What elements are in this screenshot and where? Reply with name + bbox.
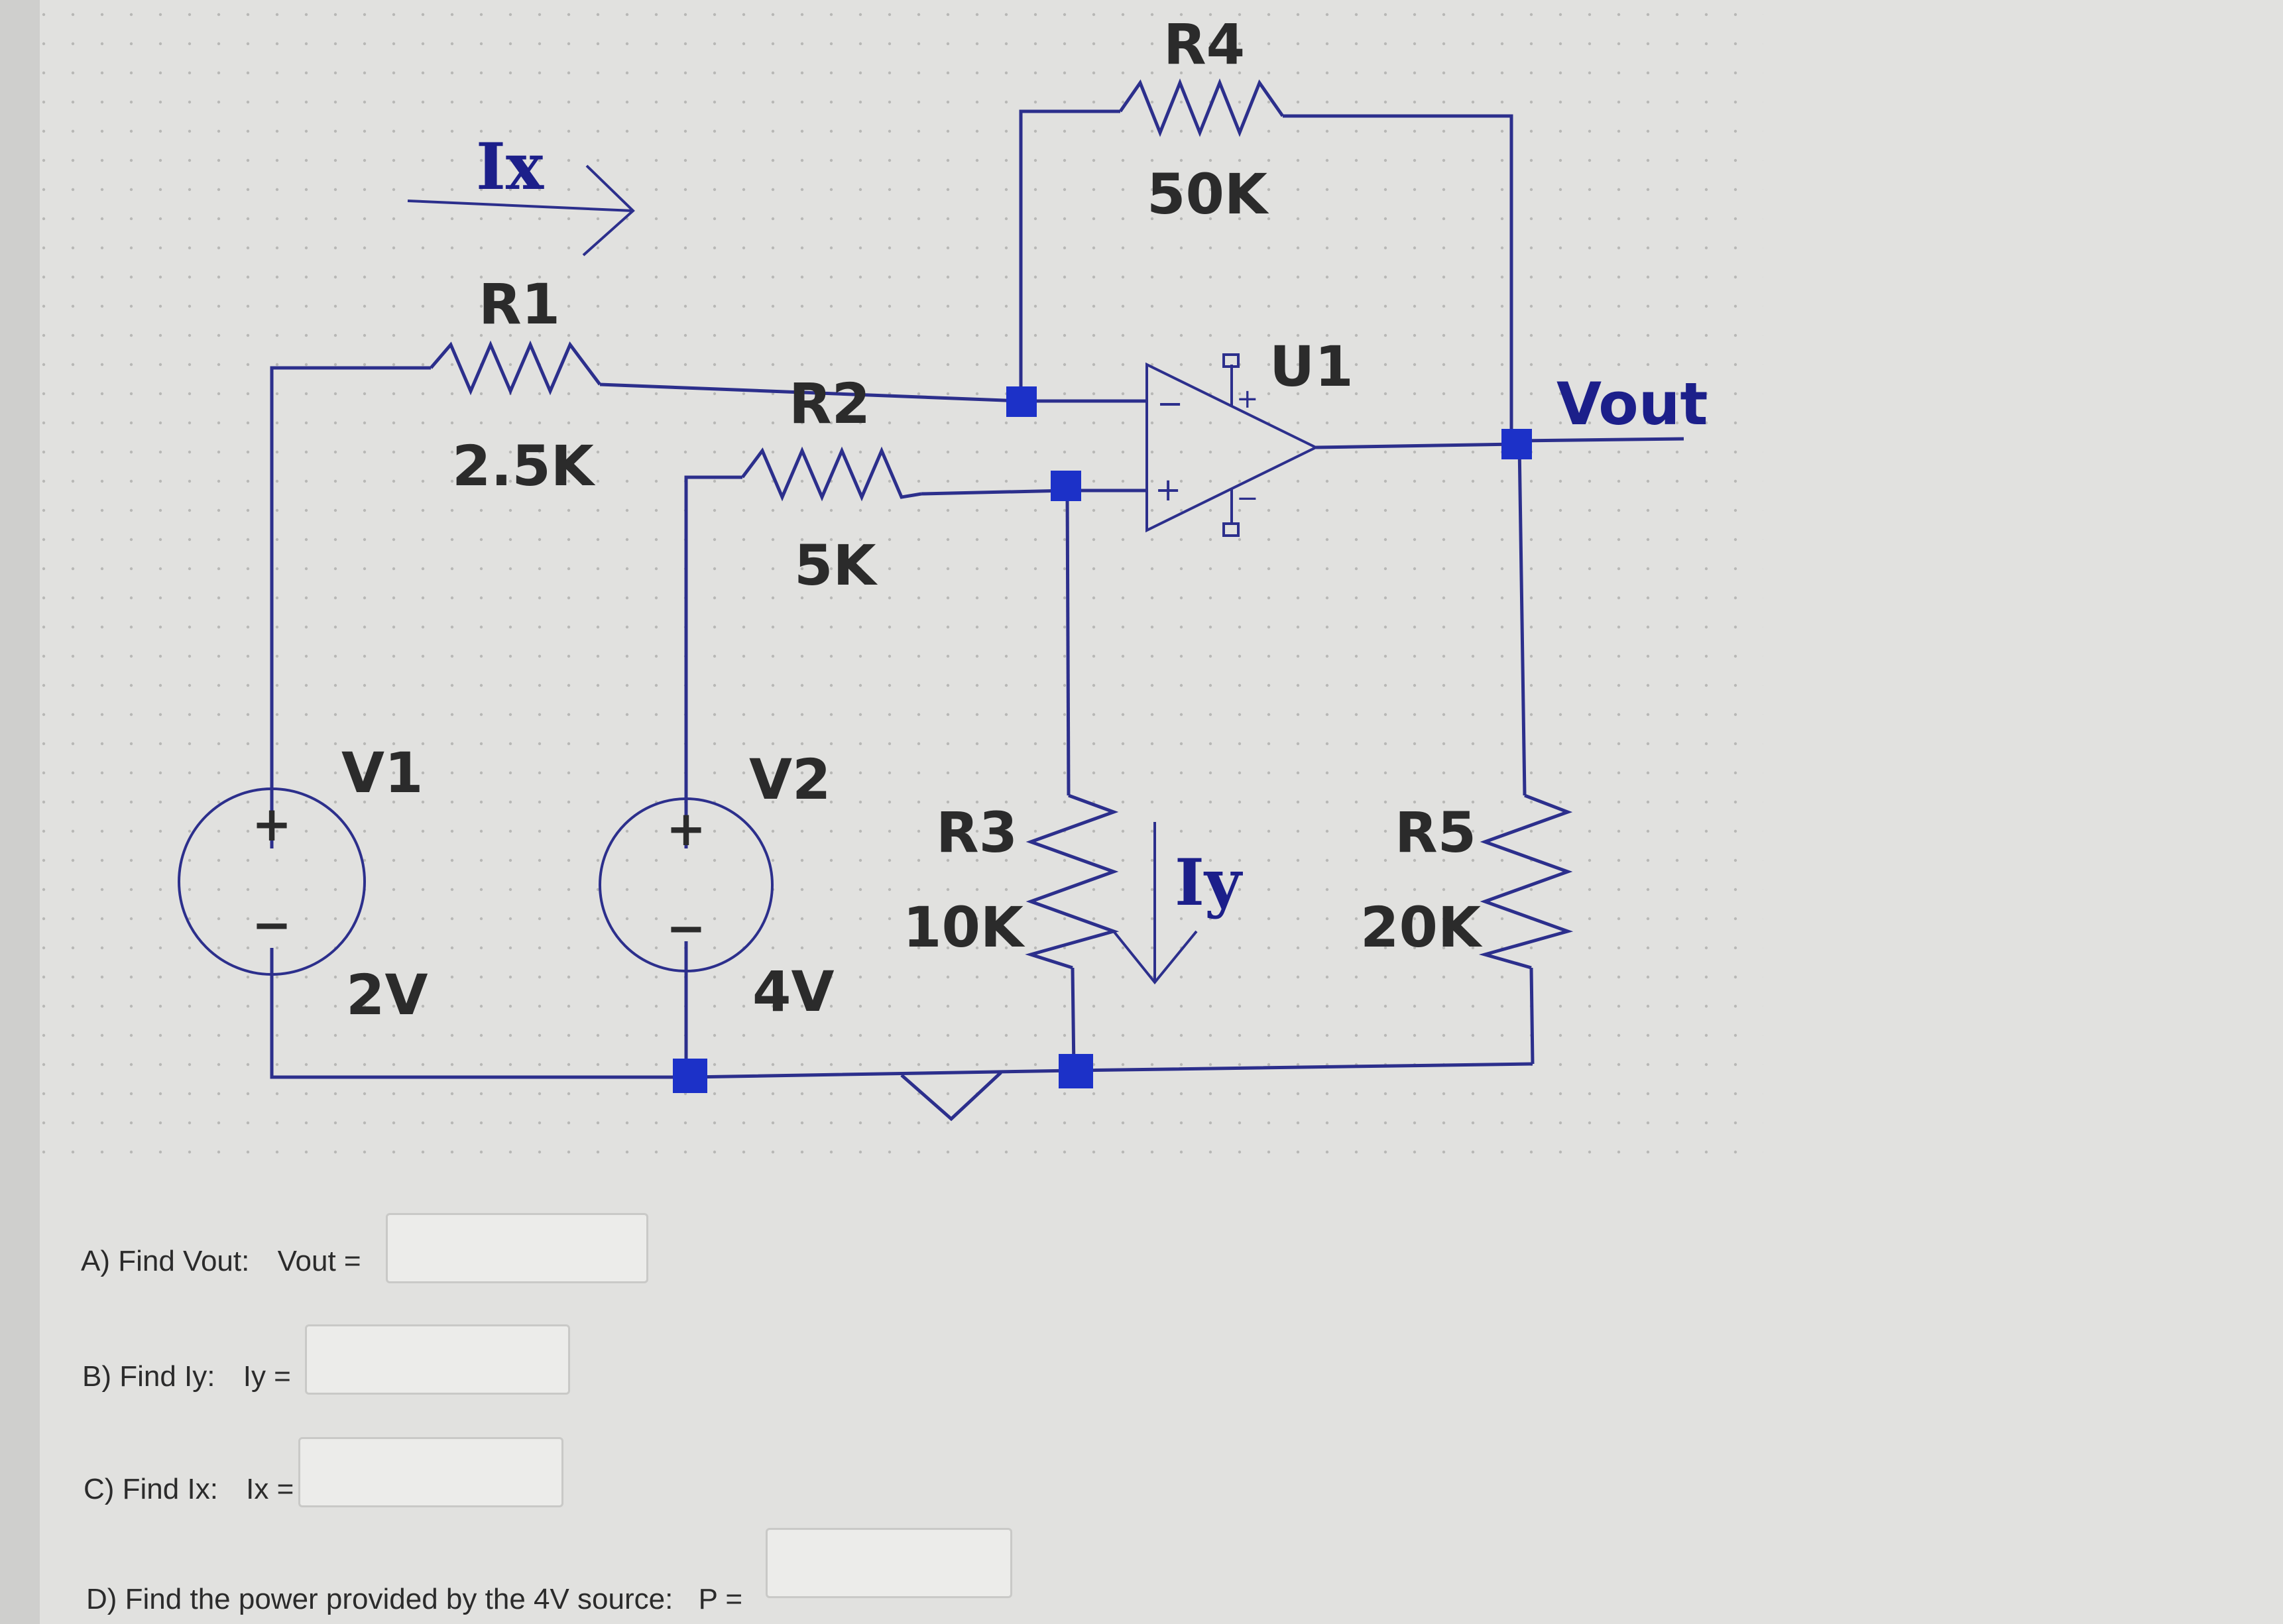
v1-value: 2V bbox=[346, 962, 428, 1027]
v2-value: 4V bbox=[752, 959, 834, 1024]
question-b: B) Find Iy: Iy = bbox=[82, 1360, 291, 1393]
wires bbox=[270, 109, 1684, 1122]
question-a-prompt: A) Find Vout: bbox=[81, 1245, 250, 1277]
voltage-sources bbox=[178, 787, 774, 976]
v1-plus-sign: + bbox=[252, 796, 292, 852]
question-c-prompt: C) Find Ix: bbox=[84, 1473, 218, 1505]
opamp-supply-plus: + bbox=[1236, 384, 1259, 414]
vout-label: Vout bbox=[1556, 370, 1708, 438]
r3-zigzag bbox=[1025, 793, 1120, 970]
question-a-var: Vout = bbox=[277, 1245, 361, 1277]
question-b-prompt: B) Find Iy: bbox=[82, 1360, 215, 1393]
node-ground-r3 bbox=[1059, 1054, 1093, 1088]
r5-zigzag bbox=[1478, 793, 1574, 970]
r2-name: R2 bbox=[789, 371, 870, 436]
schematic-grid bbox=[40, 0, 1763, 1167]
v2-plus-sign: + bbox=[666, 801, 706, 856]
opamp-plus-sign: + bbox=[1155, 471, 1181, 508]
r4-name: R4 bbox=[1163, 12, 1245, 77]
opamp-minus-sign: − bbox=[1157, 385, 1183, 422]
v2-name: V2 bbox=[749, 747, 831, 812]
question-d: D) Find the power provided by the 4V sou… bbox=[86, 1583, 742, 1616]
opamp-name: U1 bbox=[1269, 334, 1354, 399]
r2-zigzag bbox=[741, 446, 922, 502]
r4-value: 50K bbox=[1147, 162, 1269, 227]
opamp-triangle bbox=[1145, 362, 1319, 533]
resistor-symbols bbox=[430, 78, 1574, 970]
node-inverting bbox=[1006, 386, 1037, 417]
r1-name: R1 bbox=[479, 272, 560, 337]
question-d-var: P = bbox=[698, 1583, 743, 1615]
v2-minus-sign: − bbox=[666, 900, 706, 956]
node-ground-v2 bbox=[673, 1059, 707, 1093]
node-noninverting bbox=[1051, 471, 1081, 501]
vout-answer-input[interactable] bbox=[386, 1213, 648, 1283]
current-arrows bbox=[407, 164, 1198, 985]
question-d-prompt: D) Find the power provided by the 4V sou… bbox=[86, 1583, 673, 1615]
r5-name: R5 bbox=[1395, 800, 1476, 865]
r1-value: 2.5K bbox=[452, 434, 596, 498]
r4-zigzag bbox=[1118, 78, 1285, 137]
v1-name: V1 bbox=[341, 740, 423, 805]
ix-arrow-icon bbox=[407, 200, 634, 212]
node-markers bbox=[673, 386, 1532, 1093]
question-b-var: Iy = bbox=[243, 1360, 291, 1393]
question-c: C) Find Ix: Ix = bbox=[84, 1473, 294, 1506]
v1-source-icon bbox=[178, 787, 366, 976]
v1-minus-sign: − bbox=[252, 897, 292, 953]
question-c-var: Ix = bbox=[246, 1473, 294, 1505]
v2-source-icon bbox=[599, 797, 774, 972]
r3-name: R3 bbox=[936, 800, 1018, 865]
node-vout bbox=[1501, 429, 1532, 459]
opamp-u1 bbox=[1145, 353, 1319, 537]
ix-answer-input[interactable] bbox=[298, 1437, 563, 1507]
question-a: A) Find Vout: Vout = bbox=[81, 1245, 361, 1278]
ix-label: Ix bbox=[476, 129, 544, 204]
iy-label: Iy bbox=[1175, 845, 1244, 920]
r5-value: 20K bbox=[1360, 895, 1483, 960]
power-answer-input[interactable] bbox=[766, 1528, 1012, 1598]
opamp-supply-minus: − bbox=[1236, 483, 1259, 514]
iy-answer-input[interactable] bbox=[305, 1324, 570, 1395]
r3-value: 10K bbox=[903, 895, 1025, 960]
r2-value: 5K bbox=[794, 533, 878, 598]
r1-zigzag bbox=[430, 340, 601, 396]
